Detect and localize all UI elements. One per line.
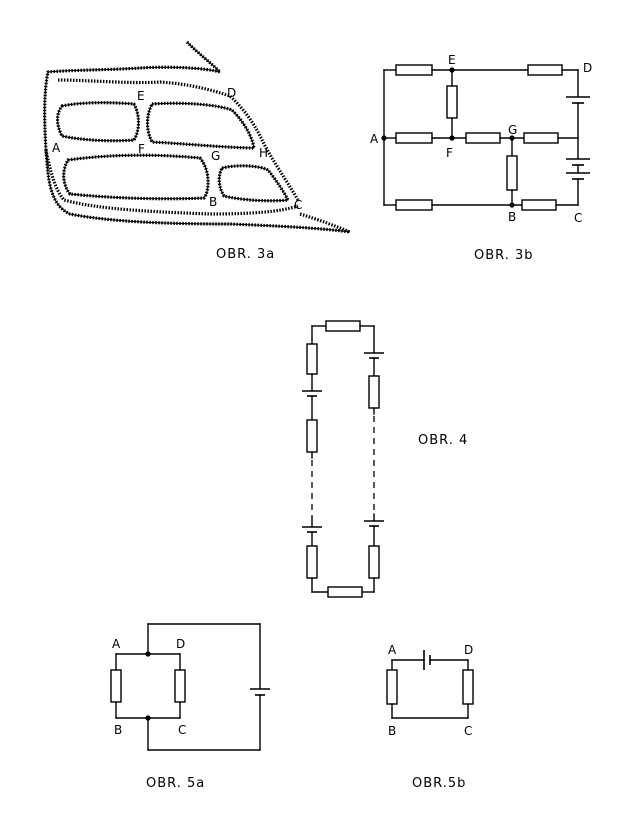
fig3a-upper-bank	[57, 78, 300, 201]
fig3a-label-E: E	[137, 89, 145, 103]
fig5b-resistor-right	[462, 669, 474, 705]
fig3b-resistor-middle-right	[523, 132, 559, 144]
fig4-resistor-right-2	[368, 545, 380, 579]
fig4-resistor-left-1	[306, 343, 318, 375]
fig5a-caption: OBR. 5a	[146, 776, 205, 791]
fig3a-label-A: A	[52, 141, 61, 155]
fig3a-island-2	[145, 101, 256, 150]
fig3a-lower-bank	[299, 212, 351, 234]
fig5b-caption: OBR.5b	[412, 776, 466, 791]
fig3a-label-G: G	[211, 149, 220, 163]
fig3b-resistor-bottom-left	[395, 199, 433, 211]
fig3a-label-C: C	[294, 198, 302, 212]
fig5a-label-C: C	[178, 723, 186, 737]
fig3b-label-D: D	[583, 61, 592, 75]
fig3b-resistor-bottom-right	[521, 199, 557, 211]
fig3a-label-H: H	[259, 146, 268, 160]
fig5a-label-B: B	[114, 723, 122, 737]
fig3b-node-A	[381, 135, 387, 141]
fig3b-circuit: E D A F G B C OBR. 3b	[370, 53, 592, 263]
fig3a-island-3-edge	[63, 154, 209, 200]
fig4-circuit: OBR. 4	[302, 320, 468, 598]
fig3b-resistor-G-B	[506, 155, 518, 191]
fig3b-label-A: A	[370, 132, 379, 146]
fig5a-resistor-right	[174, 669, 186, 703]
fig3b-node-E	[449, 67, 455, 73]
fig5a-node-top	[145, 651, 151, 657]
fig3b-resistor-E-F	[446, 85, 458, 119]
fig3a-island-4-edge	[218, 165, 289, 202]
fig4-resistor-left-3	[306, 545, 318, 579]
fig4-resistor-left-2	[306, 419, 318, 453]
fig4-resistor-right-1	[368, 375, 380, 409]
fig3b-resistor-middle-left	[395, 132, 433, 144]
fig4-caption: OBR. 4	[418, 433, 468, 448]
fig3a-left-bank	[44, 149, 299, 216]
fig3a-island-3	[62, 153, 210, 201]
fig5b-label-C: C	[464, 724, 472, 738]
fig3a-label-D: D	[227, 86, 236, 100]
fig5b-circuit: A D B C OBR.5b	[386, 643, 474, 791]
fig5a-label-A: A	[112, 637, 121, 651]
fig3b-node-B	[509, 202, 515, 208]
fig3a-island-1-edge	[57, 102, 139, 142]
fig3b-resistor-top-right	[527, 64, 563, 76]
fig3b-node-G	[509, 135, 515, 141]
fig3b-label-E: E	[448, 53, 456, 67]
fig5b-label-D: D	[464, 643, 473, 657]
fig3a-outer-bank-top-edge	[44, 41, 351, 233]
fig5a-resistor-left	[110, 669, 122, 703]
fig5a-label-D: D	[176, 637, 185, 651]
fig3b-resistor-middle-center	[465, 132, 501, 144]
fig3a-label-B: B	[209, 195, 217, 209]
fig5a-circuit: A D B C OBR. 5a	[110, 623, 270, 791]
fig4-resistor-top	[325, 320, 361, 332]
fig3b-label-F: F	[446, 146, 453, 160]
fig3b-caption: OBR. 3b	[474, 248, 534, 263]
fig5b-label-B: B	[388, 724, 396, 738]
fig3b-resistor-top-left	[395, 64, 433, 76]
fig5b-label-A: A	[388, 643, 397, 657]
fig3a-island-2-edge	[147, 102, 255, 149]
fig3b-label-C: C	[574, 211, 582, 225]
fig3a-label-F: F	[138, 142, 145, 156]
fig3b-label-B: B	[508, 210, 516, 224]
fig5b-resistor-left	[386, 669, 398, 705]
fig3a-caption: OBR. 3a	[216, 247, 275, 262]
fig3a-island-1	[55, 101, 141, 143]
fig4-resistor-bottom	[327, 586, 363, 598]
fig3b-node-F	[449, 135, 455, 141]
fig3a-river-map: E D A F G H B C OBR. 3a	[43, 40, 351, 262]
fig5a-node-bottom	[145, 715, 151, 721]
fig3b-label-G: G	[508, 123, 517, 137]
